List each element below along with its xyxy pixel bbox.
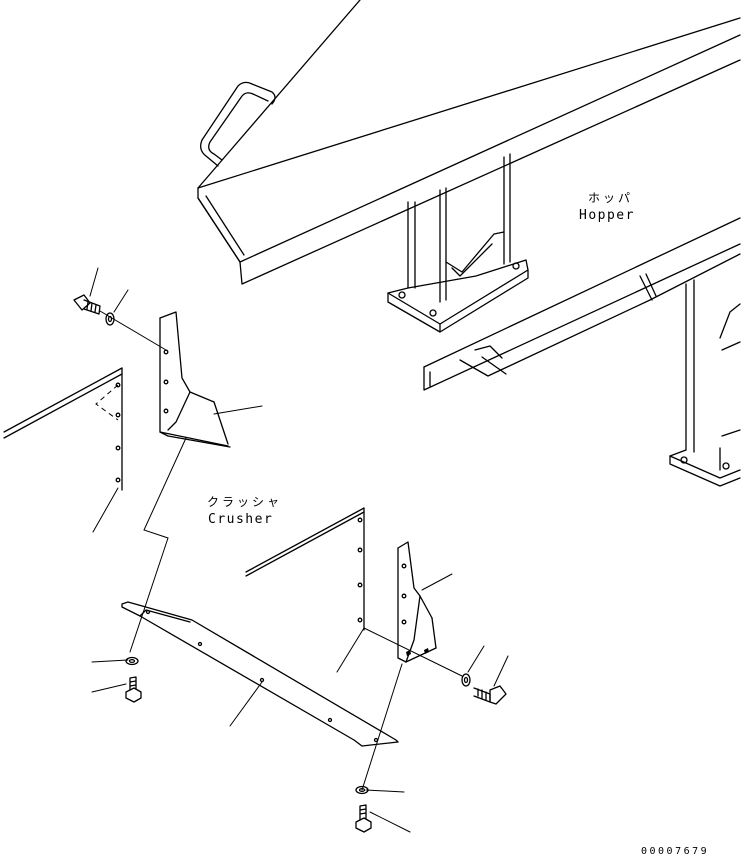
bolt-bottom — [355, 804, 372, 833]
leader-lines-bottom — [229, 663, 411, 833]
hopper-label-en: Hopper — [579, 208, 635, 223]
drawing-number: 00007679 — [641, 846, 710, 857]
washer-bottom — [355, 785, 369, 795]
hopper-body — [197, 0, 741, 285]
bolt-left-lower — [125, 676, 142, 703]
seal-bracket-left — [159, 311, 231, 448]
crusher-label-ja: クラッシャ — [207, 495, 283, 509]
leader-lines-right — [336, 573, 509, 687]
seal-plate-bottom — [121, 601, 399, 747]
hopper-leg-left — [387, 153, 529, 333]
hopper-leg-right — [669, 279, 741, 487]
hopper-side-rail — [423, 217, 741, 391]
leader-lines-left — [89, 267, 263, 693]
seal-bracket-right — [397, 541, 437, 663]
bolt-left-upper — [73, 294, 101, 315]
bolt-right — [473, 685, 507, 705]
crusher-side-plate-right — [245, 507, 365, 631]
hopper-label-ja: ホッパ — [588, 191, 634, 205]
washer-left-lower — [125, 656, 139, 666]
hopper-handle — [200, 81, 276, 167]
washer-right — [461, 673, 471, 687]
crusher-label-en: Crusher — [208, 512, 274, 527]
crusher-side-plate-left — [3, 367, 123, 491]
